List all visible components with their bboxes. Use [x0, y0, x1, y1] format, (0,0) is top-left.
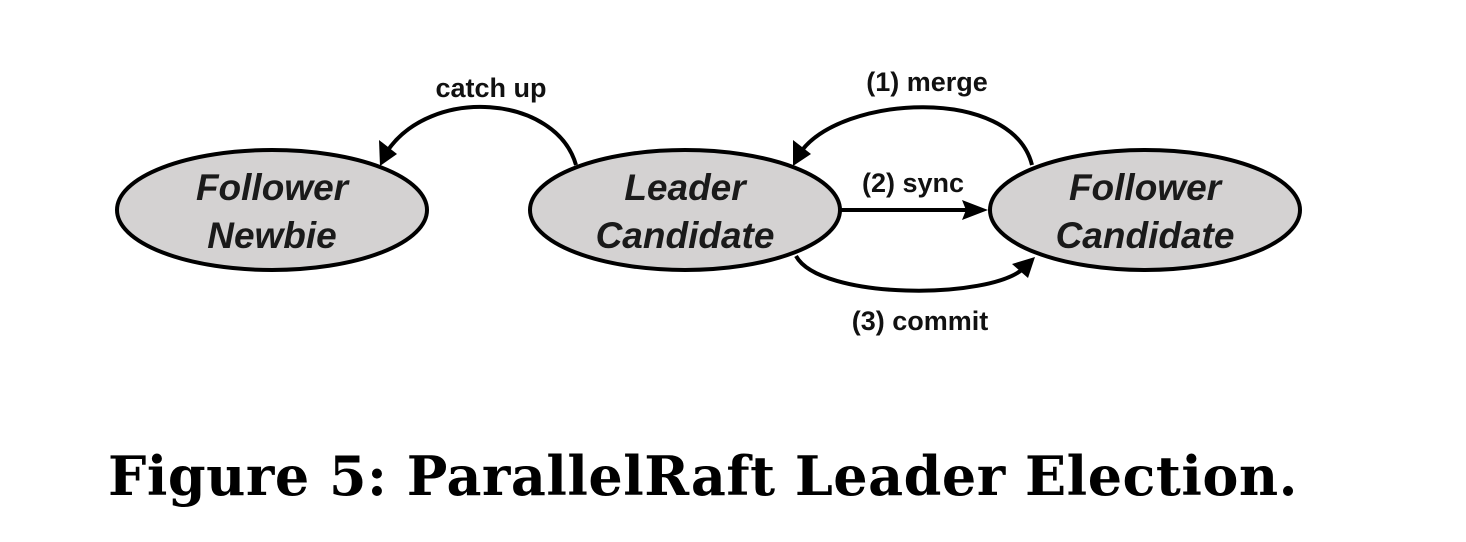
follower-newbie-label-line1: Follower [196, 167, 351, 208]
commit-arrowhead [1012, 257, 1035, 278]
merge-arrowhead [793, 140, 811, 166]
catch-up-arrowhead [379, 140, 397, 166]
edge-catch-up [379, 104, 578, 166]
follower-candidate-label-line1: Follower [1069, 167, 1224, 208]
sync-arrowhead [962, 200, 988, 220]
edge-merge [793, 105, 1034, 166]
merge-arrow-line [798, 105, 1034, 166]
follower-newbie-ellipse [115, 148, 429, 272]
leader-candidate-ellipse [528, 148, 842, 272]
node-follower-candidate: Follower Candidate [988, 148, 1302, 272]
follower-candidate-ellipse [988, 148, 1302, 272]
follower-candidate-label-line2: Candidate [1056, 215, 1235, 256]
merge-label: (1) merge [866, 67, 988, 97]
edge-sync [841, 200, 988, 220]
follower-newbie-label-line2: Newbie [207, 215, 337, 256]
leader-candidate-label-line1: Leader [624, 167, 748, 208]
catch-up-label: catch up [435, 73, 546, 103]
node-follower-newbie: Follower Newbie [115, 148, 429, 272]
leader-candidate-label-line2: Candidate [596, 215, 775, 256]
commit-arrow-line [794, 254, 1026, 293]
figure-caption: Figure 5: ParallelRaft Leader Election. [108, 444, 1298, 508]
catch-up-arrow-line [384, 104, 578, 166]
node-leader-candidate: Leader Candidate [528, 148, 842, 272]
commit-label: (3) commit [852, 306, 989, 336]
state-diagram: Follower Newbie Leader Candidate Followe… [115, 67, 1302, 336]
edge-commit [794, 254, 1035, 293]
sync-label: (2) sync [862, 168, 964, 198]
